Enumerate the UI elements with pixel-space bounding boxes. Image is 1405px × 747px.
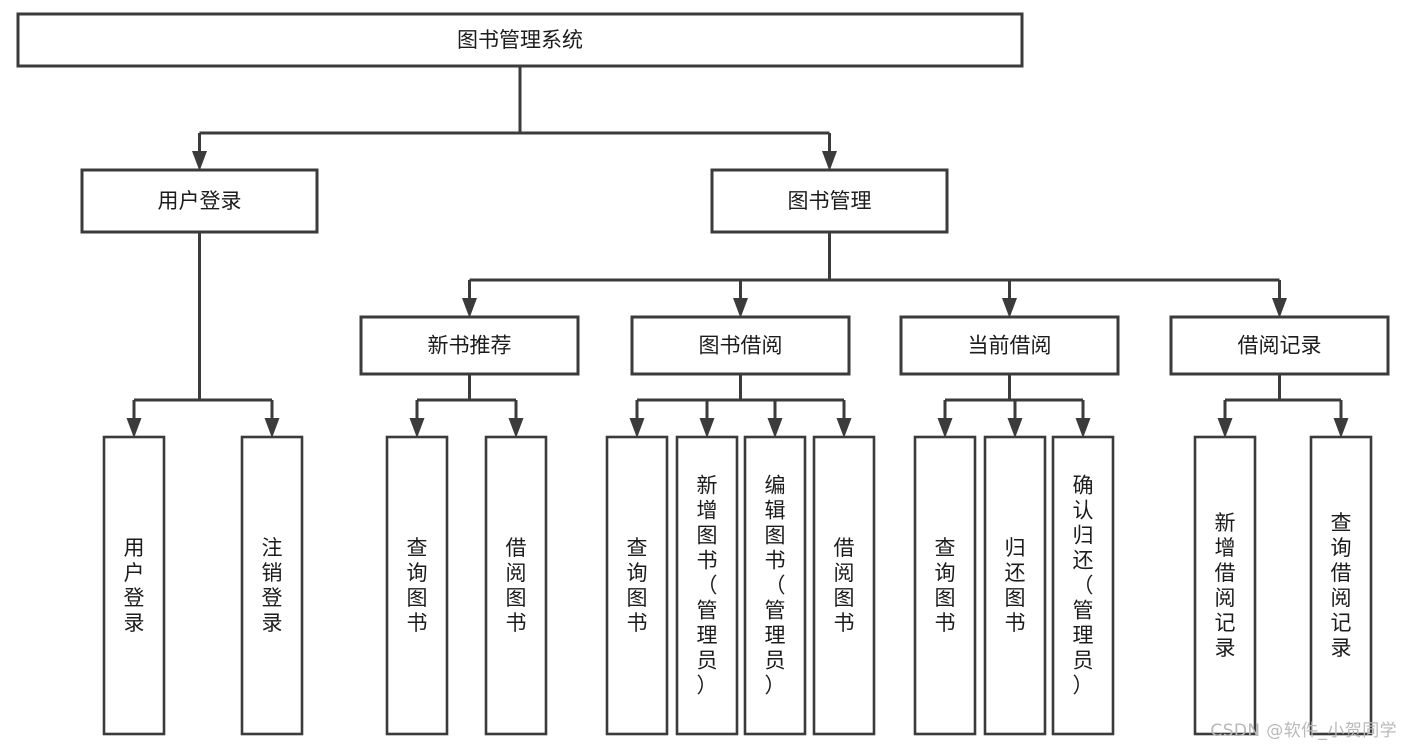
node-box[interactable] bbox=[913, 435, 977, 736]
node-leaf-leaf-user-logout[interactable]: 注销登录 bbox=[240, 435, 304, 736]
node-label: 新书推荐 bbox=[428, 334, 512, 358]
edge-group-user-login bbox=[126, 232, 280, 438]
node-level3-book-borrow[interactable]: 图书借阅 bbox=[630, 315, 851, 376]
node-box[interactable] bbox=[1051, 435, 1115, 736]
node-label: 查询图书 bbox=[935, 536, 956, 635]
node-label: 编辑图书（管理员） bbox=[765, 474, 786, 698]
node-box[interactable] bbox=[80, 168, 319, 234]
node-level3-new-book-recommend[interactable]: 新书推荐 bbox=[359, 315, 580, 376]
node-label: 确认归还（管理员） bbox=[1073, 474, 1094, 698]
node-leaf-leaf-query-borrow-record[interactable]: 查询借阅记录 bbox=[1309, 435, 1373, 736]
node-box[interactable] bbox=[484, 435, 548, 736]
node-level2-user-login[interactable]: 用户登录 bbox=[80, 168, 319, 234]
node-box[interactable] bbox=[385, 435, 449, 736]
arrow-head-icon bbox=[629, 418, 645, 438]
arrow-head-icon bbox=[1272, 298, 1287, 318]
arrow-head-icon bbox=[699, 418, 715, 438]
node-box[interactable] bbox=[743, 435, 807, 736]
node-label: 用户登录 bbox=[124, 536, 145, 635]
nodes-layer: 图书管理系统用户登录图书管理新书推荐图书借阅当前借阅借阅记录用户登录注销登录查询… bbox=[16, 12, 1390, 736]
node-box[interactable] bbox=[983, 435, 1047, 736]
node-leaf-leaf-query-book-2[interactable]: 查询图书 bbox=[605, 435, 669, 736]
edge-group-current-borrow bbox=[937, 374, 1091, 438]
node-box[interactable] bbox=[899, 315, 1120, 376]
node-label: 新增图书（管理员） bbox=[697, 474, 718, 698]
edge-group-borrow-record bbox=[1217, 374, 1349, 438]
node-leaf-leaf-query-book-1[interactable]: 查询图书 bbox=[385, 435, 449, 736]
node-root[interactable]: 图书管理系统 bbox=[16, 12, 1024, 68]
node-label: 借阅图书 bbox=[834, 536, 855, 635]
node-box[interactable] bbox=[102, 435, 166, 736]
arrow-head-icon bbox=[836, 418, 852, 438]
node-level3-borrow-record[interactable]: 借阅记录 bbox=[1169, 315, 1390, 376]
arrow-head-icon bbox=[1333, 418, 1349, 438]
node-leaf-leaf-return-book[interactable]: 归还图书 bbox=[983, 435, 1047, 736]
edge-group-new-book-recommend bbox=[409, 374, 524, 438]
edges-layer bbox=[126, 66, 1349, 438]
arrow-head-icon bbox=[409, 418, 425, 438]
node-label: 用户登录 bbox=[158, 189, 242, 213]
node-label: 查询借阅记录 bbox=[1331, 511, 1352, 660]
arrow-head-icon bbox=[822, 151, 837, 171]
node-leaf-leaf-borrow-book-2[interactable]: 借阅图书 bbox=[812, 435, 876, 736]
node-leaf-leaf-edit-book[interactable]: 编辑图书（管理员） bbox=[743, 435, 807, 736]
arrow-head-icon bbox=[733, 298, 748, 318]
node-label: 图书管理 bbox=[788, 189, 872, 213]
node-label: 注销登录 bbox=[262, 536, 283, 635]
node-box[interactable] bbox=[605, 435, 669, 736]
node-leaf-leaf-add-book[interactable]: 新增图书（管理员） bbox=[675, 435, 739, 736]
node-box[interactable] bbox=[16, 12, 1024, 68]
node-leaf-leaf-user-login[interactable]: 用户登录 bbox=[102, 435, 166, 736]
arrow-head-icon bbox=[1217, 418, 1233, 438]
node-box[interactable] bbox=[1193, 435, 1257, 736]
node-leaf-leaf-borrow-book-1[interactable]: 借阅图书 bbox=[484, 435, 548, 736]
node-leaf-leaf-add-borrow-record[interactable]: 新增借阅记录 bbox=[1193, 435, 1257, 736]
arrow-head-icon bbox=[126, 418, 142, 438]
arrow-head-icon bbox=[192, 151, 207, 171]
edge-group-root bbox=[192, 66, 837, 171]
node-label: 新增借阅记录 bbox=[1215, 511, 1236, 660]
node-label: 借阅记录 bbox=[1238, 334, 1322, 358]
arrow-head-icon bbox=[508, 418, 524, 438]
node-box[interactable] bbox=[240, 435, 304, 736]
node-box[interactable] bbox=[1309, 435, 1373, 736]
arrow-head-icon bbox=[462, 298, 477, 318]
arrow-head-icon bbox=[937, 418, 953, 438]
node-box[interactable] bbox=[1169, 315, 1390, 376]
arrow-head-icon bbox=[1002, 298, 1017, 318]
arrow-head-icon bbox=[1075, 418, 1091, 438]
node-label: 归还图书 bbox=[1005, 536, 1026, 635]
node-box[interactable] bbox=[812, 435, 876, 736]
node-box[interactable] bbox=[359, 315, 580, 376]
node-level3-current-borrow[interactable]: 当前借阅 bbox=[899, 315, 1120, 376]
node-label: 图书借阅 bbox=[699, 334, 783, 358]
node-label: 查询图书 bbox=[627, 536, 648, 635]
node-label: 当前借阅 bbox=[968, 334, 1052, 358]
edge-group-book-borrow bbox=[629, 374, 852, 438]
arrow-head-icon bbox=[1007, 418, 1023, 438]
node-box[interactable] bbox=[675, 435, 739, 736]
node-label: 图书管理系统 bbox=[457, 28, 583, 52]
node-box[interactable] bbox=[710, 168, 949, 234]
arrow-head-icon bbox=[264, 418, 280, 438]
node-level2-book-manage[interactable]: 图书管理 bbox=[710, 168, 949, 234]
node-leaf-leaf-confirm-return[interactable]: 确认归还（管理员） bbox=[1051, 435, 1115, 736]
node-label: 借阅图书 bbox=[506, 536, 527, 635]
node-box[interactable] bbox=[630, 315, 851, 376]
arrow-head-icon bbox=[767, 418, 783, 438]
node-label: 查询图书 bbox=[407, 536, 428, 635]
edge-group-book-manage bbox=[462, 232, 1287, 318]
node-leaf-leaf-query-book-3[interactable]: 查询图书 bbox=[913, 435, 977, 736]
